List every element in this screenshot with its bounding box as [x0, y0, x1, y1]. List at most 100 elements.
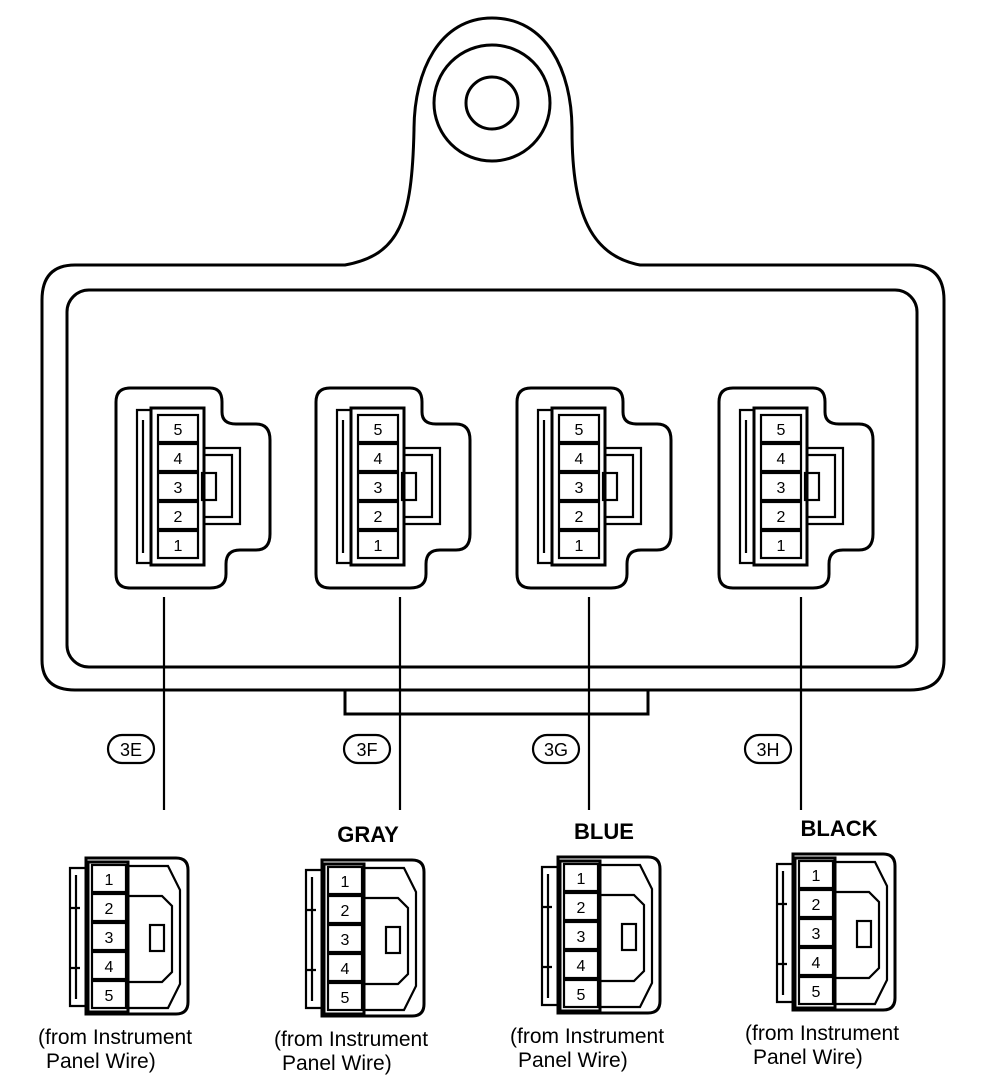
- mating-pin-cell: [326, 923, 364, 954]
- mating-pin-cell: [326, 894, 364, 925]
- jb-pin-cell: [356, 529, 400, 560]
- mating-pin-number: 2: [812, 897, 821, 914]
- mating-pin-number: 1: [812, 868, 821, 885]
- jb-pin-number: 2: [777, 509, 786, 526]
- caption-line-1: (from Instrument: [745, 1022, 899, 1045]
- jb-pin-cell: [759, 413, 803, 444]
- mating-pin-cell: [90, 863, 128, 894]
- caption-line-2: Panel Wire): [282, 1052, 392, 1075]
- jb-pin-cell: [156, 413, 200, 444]
- tag-label: 3E: [120, 740, 142, 760]
- wire-color-label: GRAY: [337, 822, 399, 847]
- caption-line-1: (from Instrument: [274, 1028, 428, 1051]
- jb-pin-number: 3: [575, 480, 584, 497]
- mating-pin-cell: [326, 981, 364, 1012]
- jb-pin-number: 5: [777, 422, 786, 439]
- jb-pin-number: 1: [174, 538, 183, 555]
- mating-pin-number: 4: [341, 961, 350, 978]
- connector-tag-3f: 3F: [342, 733, 392, 765]
- mating-pin-number: 1: [341, 874, 350, 891]
- tag-oval: [531, 733, 581, 765]
- tag-oval: [342, 733, 392, 765]
- mating-pin-number: 5: [105, 988, 114, 1005]
- jb-pin-cell: [356, 442, 400, 473]
- mounting-hole: [464, 75, 520, 131]
- mating-pin-number: 3: [812, 926, 821, 943]
- jb-pin-cell: [156, 442, 200, 473]
- mating-pin-number: 1: [105, 872, 114, 889]
- jb-pin-cell: [759, 500, 803, 531]
- connector-tag-3g: 3G: [531, 733, 581, 765]
- mating-pin-number: 3: [105, 930, 114, 947]
- jb-pin-number: 4: [374, 451, 383, 468]
- mating-pin-cell: [562, 978, 600, 1009]
- jb-pin-cell: [557, 471, 601, 502]
- jb-pin-cell: [759, 529, 803, 560]
- mating-pin-cell: [90, 892, 128, 923]
- jb-pin-number: 4: [777, 451, 786, 468]
- tag-oval: [106, 733, 156, 765]
- mating-pin-cell: [797, 975, 835, 1006]
- mating-pin-number: 3: [577, 929, 586, 946]
- mating-pin-number: 3: [341, 932, 350, 949]
- jb-pin-number: 1: [777, 538, 786, 555]
- mating-pin-number: 2: [341, 903, 350, 920]
- jb-pin-number: 5: [174, 422, 183, 439]
- jb-pin-cell: [557, 529, 601, 560]
- tag-label: 3F: [356, 740, 377, 760]
- mounting-tab-ring: [432, 43, 552, 163]
- tag-oval: [743, 733, 793, 765]
- jb-pin-cell: [557, 500, 601, 531]
- tag-label: 3G: [544, 740, 568, 760]
- mating-pin-cell: [326, 865, 364, 896]
- mating-pin-number: 4: [812, 955, 821, 972]
- mating-pin-cell: [90, 950, 128, 981]
- inner-panel: [65, 288, 919, 669]
- mating-pin-cell: [797, 888, 835, 919]
- mating-pin-number: 5: [577, 987, 586, 1004]
- caption-line-2: Panel Wire): [46, 1050, 156, 1073]
- caption-line-2: Panel Wire): [753, 1046, 863, 1069]
- mating-pin-cell: [562, 949, 600, 980]
- jb-pin-cell: [156, 529, 200, 560]
- mating-pin-cell: [90, 979, 128, 1010]
- mating-pin-cell: [562, 862, 600, 893]
- mating-pin-cell: [90, 921, 128, 952]
- jb-pin-cell: [356, 471, 400, 502]
- jb-pin-cell: [356, 500, 400, 531]
- jb-pin-number: 2: [174, 509, 183, 526]
- connector-tag-3e: 3E: [106, 733, 156, 765]
- mating-pin-cell: [797, 946, 835, 977]
- mating-pin-number: 2: [577, 900, 586, 917]
- jb-pin-number: 3: [374, 480, 383, 497]
- mating-pin-cell: [562, 891, 600, 922]
- jb-pin-number: 5: [374, 422, 383, 439]
- jb-pin-cell: [759, 471, 803, 502]
- caption-line-2: Panel Wire): [518, 1049, 628, 1072]
- jb-pin-number: 4: [174, 451, 183, 468]
- mating-pin-number: 2: [105, 901, 114, 918]
- jb-pin-number: 2: [374, 509, 383, 526]
- mating-pin-number: 5: [812, 984, 821, 1001]
- caption-line-1: (from Instrument: [38, 1026, 192, 1049]
- jb-pin-cell: [156, 500, 200, 531]
- tag-label: 3H: [756, 740, 779, 760]
- jb-pin-cell: [759, 442, 803, 473]
- jb-pin-number: 1: [374, 538, 383, 555]
- jb-pin-cell: [356, 413, 400, 444]
- mating-pin-number: 4: [577, 958, 586, 975]
- mating-pin-number: 4: [105, 959, 114, 976]
- mating-pin-cell: [797, 917, 835, 948]
- mating-pin-number: 5: [341, 990, 350, 1007]
- jb-pin-number: 1: [575, 538, 584, 555]
- mating-pin-cell: [562, 920, 600, 951]
- caption-line-1: (from Instrument: [510, 1025, 664, 1048]
